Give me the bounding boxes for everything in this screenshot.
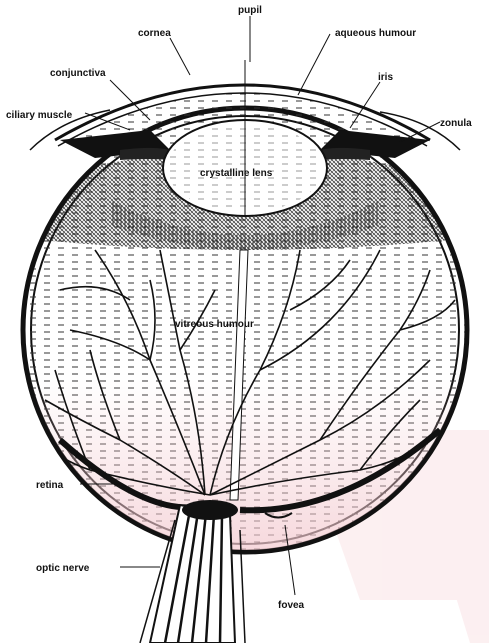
label-pupil: pupil — [238, 5, 262, 16]
label-vitreous-humour: vitreous humour — [175, 319, 254, 330]
label-iris: iris — [378, 72, 393, 83]
label-fovea: fovea — [278, 600, 305, 611]
label-retina: retina — [36, 480, 64, 491]
label-conjunctiva: conjunctiva — [50, 68, 106, 79]
label-optic-nerve: optic nerve — [36, 563, 90, 574]
label-cornea: cornea — [138, 28, 171, 39]
label-ciliary-muscle: ciliary muscle — [6, 110, 73, 121]
label-aqueous-humour: aqueous humour — [335, 28, 416, 39]
label-zonula: zonula — [440, 118, 472, 129]
label-crystalline-lens: crystalline lens — [200, 168, 273, 179]
